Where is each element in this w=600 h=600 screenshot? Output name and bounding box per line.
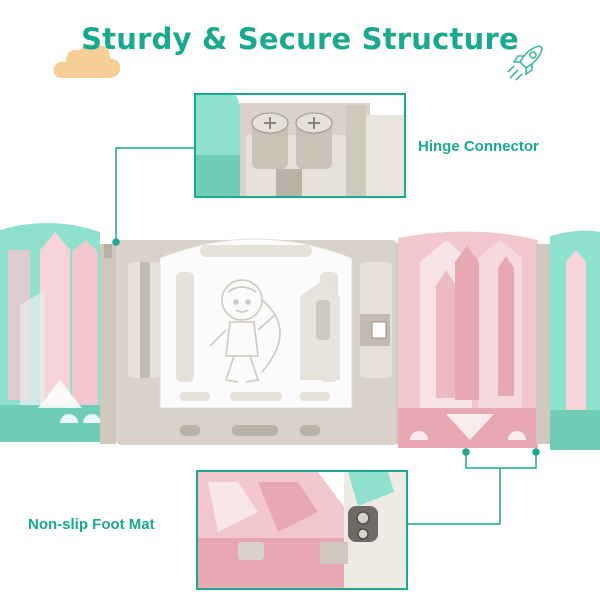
mint-panel-right: [550, 230, 600, 450]
page-title: Sturdy & Secure Structure: [81, 22, 519, 56]
post-left: [100, 244, 116, 444]
cloud-icon: [53, 43, 121, 78]
non-slip-foot-pad: [348, 506, 378, 542]
foot-mat-closeup: [198, 472, 406, 588]
hinge-pin-right: [295, 112, 333, 169]
pink-panel: [398, 231, 538, 448]
hinge-callout-box: [194, 93, 406, 198]
astronaut-icon: [209, 279, 281, 383]
foot-mat-label: Non-slip Foot Mat: [28, 516, 155, 533]
hinge-pin-left: [251, 112, 289, 169]
callout-leaders: [112, 147, 540, 525]
foot-mat-callout-box: [196, 470, 408, 590]
mint-panel-left: [0, 222, 101, 442]
rocket-icon: [507, 45, 543, 81]
hinge-connector-closeup: [196, 95, 404, 196]
hinge-connector-label: Hinge Connector: [418, 138, 539, 155]
